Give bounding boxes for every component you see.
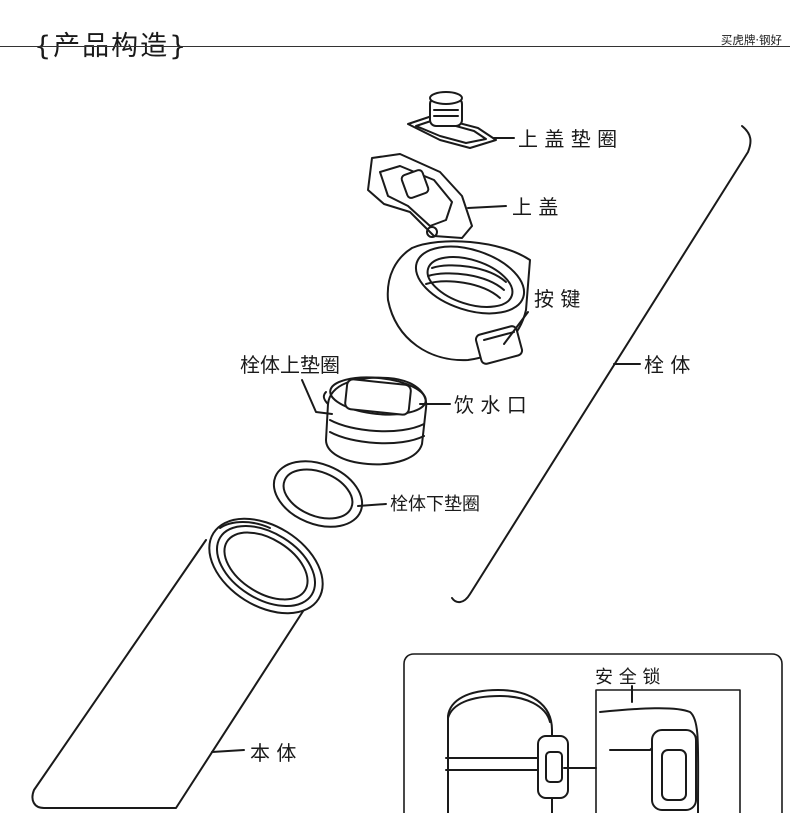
upper-lid-gasket-part [407,91,497,149]
leader-upper-lid [467,205,507,209]
leader-stopper-lower-gasket [357,503,387,507]
page-header: {产品构造} 买虎牌·钢好 [0,0,790,70]
stopper-lower-gasket-part [272,460,364,528]
drinking-spout-part [322,376,428,466]
label-upper-lid: 上 盖 [512,195,558,219]
label-upper-lid-gasket: 上 盖 垫 圈 [518,127,617,151]
stopper-part [386,240,531,365]
stopper-bracket [451,125,752,604]
label-safety-lock: 安 全 锁 [595,667,660,688]
safety-lock-inset [403,653,783,813]
label-drinking-spout: 饮 水 口 [454,393,527,417]
leader-button [503,311,529,345]
label-stopper-upper-gasket: 栓体上垫圈 [240,353,340,377]
label-body: 本 体 [250,741,296,765]
bottle-body-part [31,517,324,809]
leader-stopper-upper-gasket [301,379,333,415]
brand-label: 买虎牌·钢好 [720,33,782,47]
label-stopper: 栓 体 [644,353,690,377]
upper-lid-part [367,153,473,239]
label-stopper-lower-gasket: 栓体下垫圈 [390,494,480,515]
leader-body [211,749,245,753]
header-divider [0,46,790,47]
label-button: 按 键 [534,287,580,311]
